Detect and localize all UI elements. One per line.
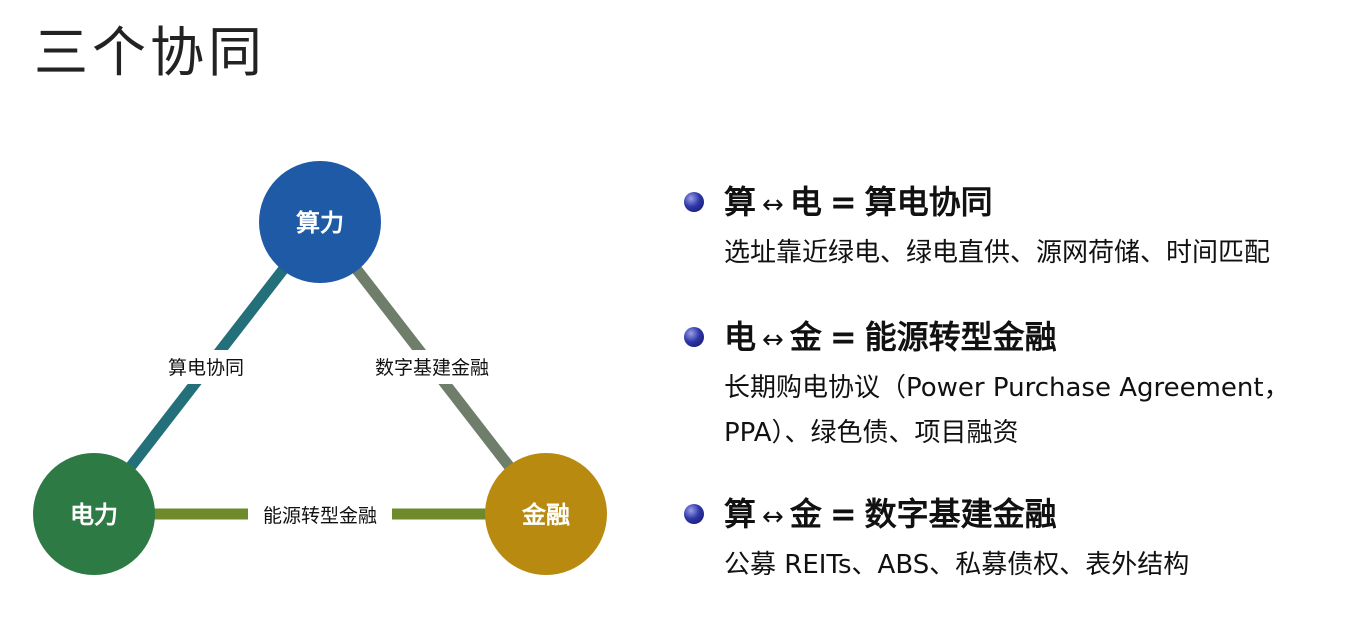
heading-left-term: 算 xyxy=(724,495,757,533)
heading-right-term: 金 xyxy=(789,318,822,356)
double-arrow-icon: ↔ xyxy=(762,190,784,220)
node-label-finance: 金融 xyxy=(521,501,570,529)
double-arrow-icon: ↔ xyxy=(762,502,784,532)
bullet-description: 选址靠近绿电、绿电直供、源网荷储、时间匹配 xyxy=(724,238,1271,268)
bullet-item: 算↔金=数字基建金融 公募 REITs、ABS、私募债权、表外结构 xyxy=(684,490,1189,588)
heading-left-term: 电 xyxy=(724,318,757,356)
node-compute xyxy=(259,161,381,283)
heading-result: 数字基建金融 xyxy=(864,495,1057,533)
bullet-item: 电↔金=能源转型金融 长期购电协议（Power Purchase Agreeme… xyxy=(684,313,1290,456)
heading-result: 算电协同 xyxy=(864,183,993,221)
bullet-heading: 电↔金=能源转型金融 xyxy=(724,313,1290,364)
heading-right-term: 电 xyxy=(789,183,822,221)
equals-sign: = xyxy=(829,318,857,356)
double-arrow-icon: ↔ xyxy=(762,325,784,355)
bullet-description: 公募 REITs、ABS、私募债权、表外结构 xyxy=(724,550,1190,580)
equals-sign: = xyxy=(829,183,857,221)
equals-sign: = xyxy=(829,495,857,533)
bullet-heading: 算↔金=数字基建金融 xyxy=(724,490,1189,541)
edge-label-bg xyxy=(362,350,502,384)
node-label-power: 电力 xyxy=(70,501,118,529)
heading-result: 能源转型金融 xyxy=(864,318,1057,356)
bullet-dot-icon xyxy=(684,192,704,212)
bullet-item: 算↔电=算电协同 选址靠近绿电、绿电直供、源网荷储、时间匹配 xyxy=(684,178,1270,276)
bullet-dot-icon xyxy=(684,327,704,347)
node-label-compute: 算力 xyxy=(296,209,344,237)
edge-label-bg xyxy=(248,498,392,532)
edge-label-compute-power: 算电协同 xyxy=(168,357,244,379)
bullet-description: 长期购电协议（Power Purchase Agreement， PPA）、绿色… xyxy=(724,373,1290,448)
node-power xyxy=(33,453,155,575)
edge-label-power-finance: 能源转型金融 xyxy=(263,505,377,527)
edge-label-bg xyxy=(156,350,256,384)
synergy-triangle-diagram: 算电协同 数字基建金融 能源转型金融 算力 电力 金融 xyxy=(33,161,607,575)
bullet-dot-icon xyxy=(684,504,704,524)
bullet-heading: 算↔电=算电协同 xyxy=(724,178,1270,229)
edge-label-compute-finance: 数字基建金融 xyxy=(375,357,489,379)
heading-right-term: 金 xyxy=(789,495,822,533)
heading-left-term: 算 xyxy=(724,183,757,221)
node-finance xyxy=(485,453,607,575)
page-title: 三个协同 xyxy=(34,21,266,84)
